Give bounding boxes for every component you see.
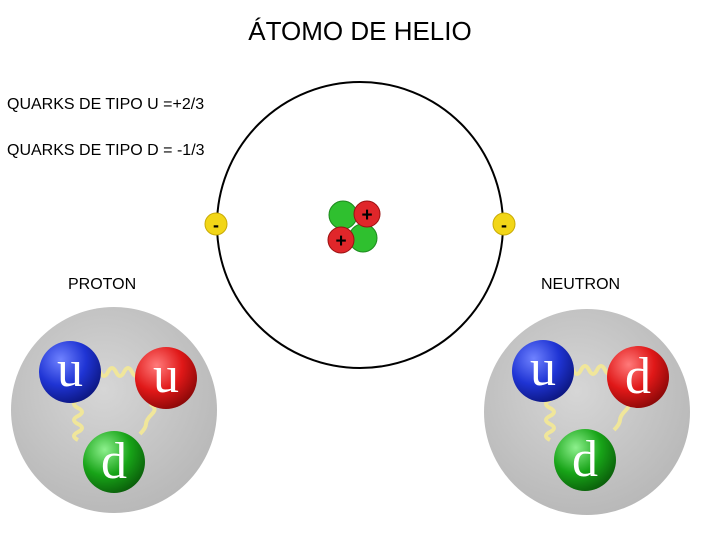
- quark-letter: u: [530, 340, 556, 397]
- nucleus: + +: [328, 201, 380, 253]
- quark-letter: d: [572, 431, 598, 488]
- neutron-diagram: u d d: [484, 309, 690, 515]
- electron-right-symbol: -: [501, 215, 507, 235]
- quark-letter: u: [153, 347, 179, 404]
- proton-diagram: u u d: [11, 307, 217, 513]
- proton-symbol: +: [335, 231, 346, 252]
- electron-left-symbol: -: [213, 215, 219, 235]
- quark-letter: d: [625, 348, 651, 405]
- quark-letter: u: [57, 341, 83, 398]
- electron-left: -: [205, 213, 227, 235]
- nucleus-neutron: [329, 201, 357, 229]
- quark-letter: d: [101, 433, 127, 490]
- electron-right: -: [493, 213, 515, 235]
- proton-symbol: +: [361, 205, 372, 226]
